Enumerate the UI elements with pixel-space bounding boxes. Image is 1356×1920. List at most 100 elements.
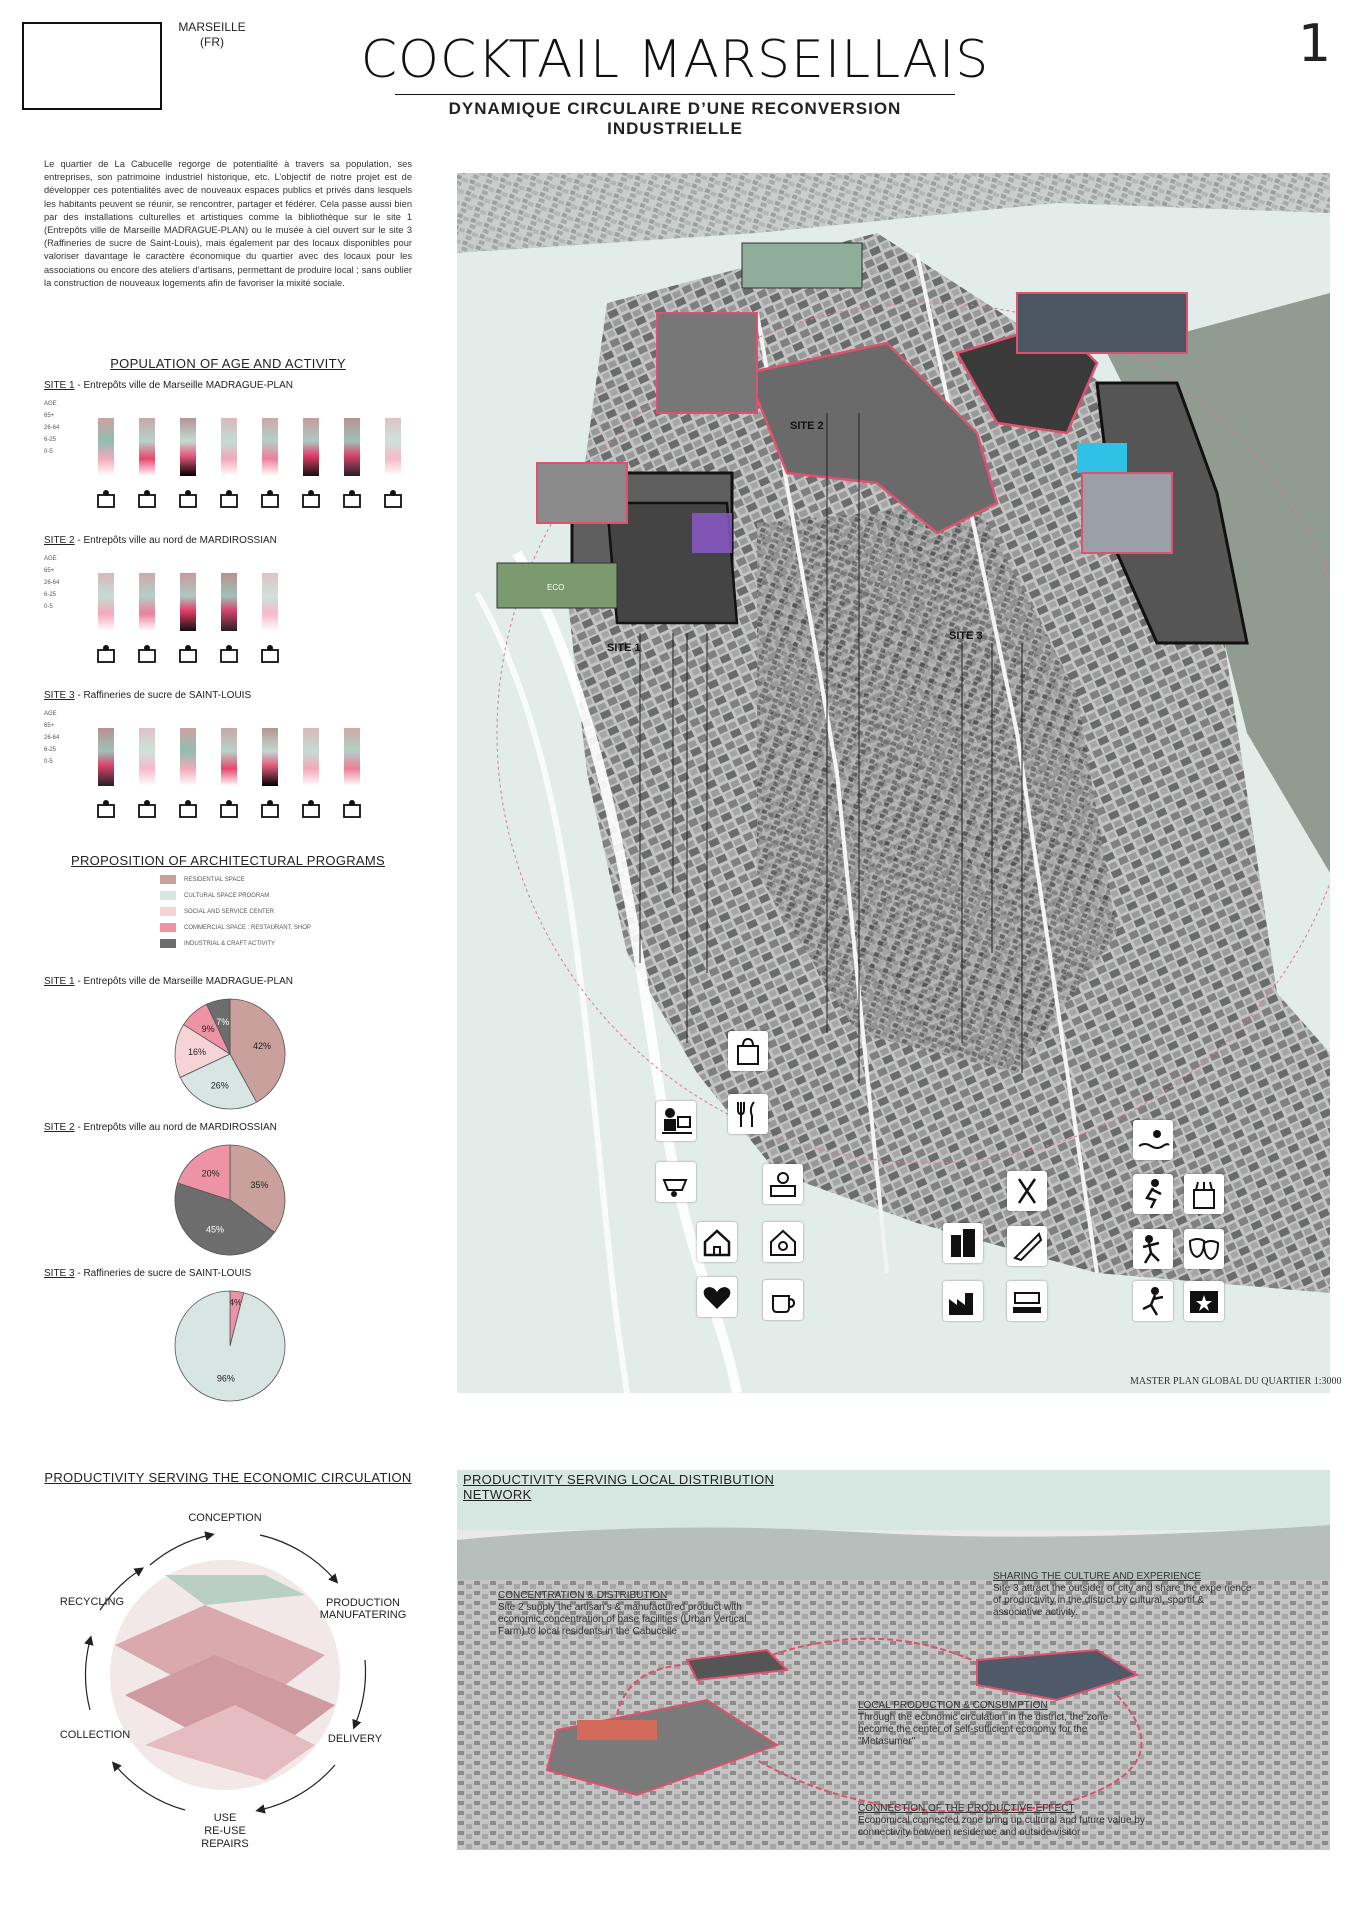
pie-label: 42%	[253, 1041, 271, 1051]
swim-icon	[218, 797, 240, 819]
age-gradient-bar	[180, 573, 196, 631]
restaurant-icon	[728, 1094, 768, 1134]
market-icon	[1184, 1174, 1224, 1214]
age-tick: AGE	[44, 711, 57, 717]
age-tick: 0-5	[44, 449, 53, 455]
pie-label: 26%	[211, 1080, 229, 1090]
step-delivery: DELIVERY	[327, 1733, 383, 1745]
age-tick: 6-25	[44, 592, 57, 598]
circulation-heading: PRODUCTIVITY SERVING THE ECONOMIC CIRCUL…	[44, 1470, 412, 1485]
pie-label: 96%	[217, 1374, 235, 1384]
pie-slice	[206, 998, 231, 1055]
pie3-title: SITE 3 - Raffineries de sucre de SAINT-L…	[44, 1268, 252, 1279]
site3-label: SITE 3	[949, 630, 983, 642]
site1-label: SITE 1	[607, 642, 641, 654]
performer-icon	[1133, 1281, 1173, 1321]
sport-icon	[300, 797, 322, 819]
legend-swatch	[160, 923, 176, 932]
swim-icon	[1133, 1120, 1173, 1160]
logo-frame	[22, 22, 162, 110]
office-worker-icon	[300, 487, 322, 509]
pie-label: 45%	[206, 1224, 224, 1234]
coffee-icon	[763, 1280, 803, 1320]
pie-label: 9%	[202, 1024, 215, 1034]
population-site-title: SITE 3 - Raffineries de sucre de SAINT-L…	[44, 690, 252, 701]
pie-slice	[179, 1053, 258, 1110]
age-gradient-bar	[262, 573, 278, 631]
age-gradient-bar	[303, 418, 319, 476]
market-icon	[218, 642, 240, 664]
market-icon	[218, 487, 240, 509]
age-tick: AGE	[44, 401, 57, 407]
legend-label: CULTURAL SPACE PROGRAM	[184, 893, 270, 900]
distribution-network-panel	[457, 1470, 1330, 1850]
age-tick: 26-64	[44, 580, 60, 586]
legend-swatch	[160, 875, 176, 884]
pie-chart-site1: 42%26%16%9%7%	[174, 998, 286, 1110]
age-gradient-bar	[344, 418, 360, 476]
pie2-title: SITE 2 - Entrepôts ville au nord de MARD…	[44, 1122, 277, 1133]
buildings-icon	[943, 1223, 983, 1263]
wheelbarrow-icon	[656, 1162, 696, 1202]
house-care-icon	[136, 487, 158, 509]
tree-icon	[177, 797, 199, 819]
sewing-machine-icon	[1007, 1281, 1047, 1321]
population-chart-area: SITE 1 - Entrepôts ville de Marseille MA…	[40, 380, 420, 820]
eco-label: ECO	[547, 583, 564, 592]
handshake-heart-icon	[697, 1277, 737, 1317]
legend-item: SOCIAL AND SERVICE CENTER	[160, 907, 274, 916]
age-tick: 65+	[44, 568, 55, 574]
pie-label: 7%	[216, 1017, 229, 1027]
home-icon	[341, 487, 363, 509]
age-gradient-bar	[221, 418, 237, 476]
step-recycling: RECYCLING	[59, 1596, 125, 1608]
tree-icon	[177, 487, 199, 509]
pie-slice	[177, 1144, 231, 1201]
pie-label: 4%	[229, 1297, 242, 1307]
legend-swatch	[160, 939, 176, 948]
age-tick: 0-5	[44, 759, 53, 765]
age-axis: AGE 65+ 26-64 6-25 0-5	[44, 553, 59, 613]
age-tick: AGE	[44, 556, 57, 562]
dance-icon	[1133, 1229, 1173, 1269]
home-icon	[177, 642, 199, 664]
saw-icon	[1007, 1226, 1047, 1266]
age-tick: 6-25	[44, 437, 57, 443]
age-gradient-bar	[98, 728, 114, 786]
sport-icon	[1133, 1174, 1173, 1214]
shop-bag-icon	[728, 1031, 768, 1071]
master-plan-map: ECO SITE 2 SITE 1 SITE 3	[457, 173, 1330, 1393]
location-label: MARSEILLE (FR)	[172, 20, 252, 50]
hands-icon	[259, 797, 281, 819]
pie-slice	[229, 1144, 286, 1233]
radius-circle	[496, 302, 1330, 1164]
programs-heading: PROPOSITION OF ARCHITECTURAL PROGRAMS	[71, 853, 385, 868]
age-gradient-bar	[262, 728, 278, 786]
pie-slice	[174, 1023, 231, 1078]
legend-label: INDUSTRIAL & CRAFT ACTIVITY	[184, 941, 276, 948]
pie-label: 35%	[250, 1180, 268, 1190]
population-site-title: SITE 1 - Entrepôts ville de Marseille MA…	[44, 380, 293, 391]
legend-item: INDUSTRIAL & CRAFT ACTIVITY	[160, 939, 275, 948]
pie-slice	[174, 1182, 276, 1256]
city-name: MARSEILLE	[178, 20, 246, 34]
legend-item: COMMERCIAL SPACE : RESTAURANT, SHOP	[160, 923, 311, 932]
circulation-diagram	[84, 1531, 367, 1814]
step-collection: COLLECTION	[59, 1729, 131, 1741]
page-subtitle: DYNAMIQUE CIRCULAIRE D’UNE RECONVERSION …	[395, 94, 955, 139]
country-name: (FR)	[200, 35, 224, 49]
page-number: 1	[1298, 14, 1332, 74]
age-gradient-bar	[221, 573, 237, 631]
buildings-icon	[259, 642, 281, 664]
age-gradient-bar	[180, 418, 196, 476]
pie-slice	[229, 998, 286, 1103]
population-heading: POPULATION OF AGE AND ACTIVITY	[110, 356, 346, 371]
tools-icon	[1007, 1171, 1047, 1211]
age-tick: 0-5	[44, 604, 53, 610]
step-conception: CONCEPTION	[188, 1512, 262, 1524]
masks-icon	[1184, 1229, 1224, 1269]
page-title: COCKTAIL MARSEILLAIS	[360, 30, 990, 90]
